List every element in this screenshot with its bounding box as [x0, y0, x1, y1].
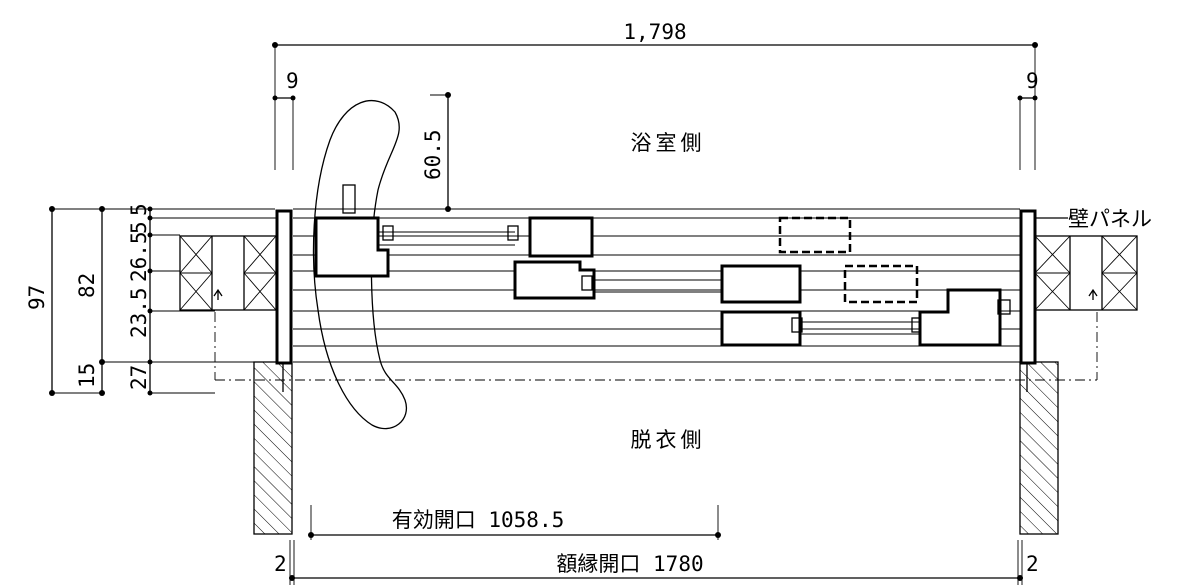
left-depth-dimensions: 97 82 15 5 5 26.5 23.5 27: [25, 203, 290, 396]
right-offset-label: 9: [1026, 69, 1039, 93]
segment-23-5-label: 23.5: [127, 287, 151, 338]
frame-opening-label: 額縁開口 1780: [556, 552, 703, 576]
wall-panel-callout: 壁パネル: [1025, 207, 1152, 231]
segment-5a-label: 5: [127, 203, 151, 216]
right-gap-label: 2: [1026, 552, 1039, 576]
door-panel-5: [918, 288, 1011, 347]
effective-opening-dimension: 有効開口 1058.5: [308, 505, 721, 540]
left-offset-dimension: 9: [272, 69, 299, 170]
track-lines: [215, 208, 1097, 392]
right-wall-section: [1019, 361, 1059, 535]
door-panel-1: [314, 216, 519, 278]
handle-stem: [342, 184, 356, 214]
overall-width-label: 1,798: [623, 20, 686, 44]
door-panel-3: [720, 264, 923, 347]
segment-5b-label: 5: [127, 221, 151, 234]
overall-width-dimension: 1,798: [272, 20, 1038, 170]
effective-opening-label: 有効開口 1058.5: [392, 508, 565, 532]
bath-side-label: 浴室側: [631, 131, 706, 155]
frame-depth-label: 82: [75, 273, 99, 298]
segment-26-5-label: 26.5: [127, 231, 151, 282]
left-gap-label: 2: [274, 552, 287, 576]
handle-clearance-dimension: 60.5: [421, 92, 451, 212]
handle-clearance-label: 60.5: [421, 129, 445, 180]
wall-panel-label: 壁パネル: [1068, 207, 1152, 231]
door-panel-2: [513, 216, 722, 300]
frame-opening-dimension: 額縁開口 1780 2 2: [274, 540, 1039, 585]
left-wall-section: [253, 361, 293, 535]
right-wall-panel: [1034, 235, 1138, 380]
left-wall-panel: [179, 235, 277, 380]
right-offset-dimension: 9: [1017, 69, 1039, 170]
left-offset-label: 9: [286, 69, 299, 93]
dressing-side-label: 脱衣側: [631, 428, 706, 452]
bottom-left-label: 15: [75, 363, 99, 388]
total-depth-label: 97: [25, 285, 49, 310]
door-panel-4-dashed: [778, 216, 919, 304]
segment-27-label: 27: [127, 365, 151, 390]
